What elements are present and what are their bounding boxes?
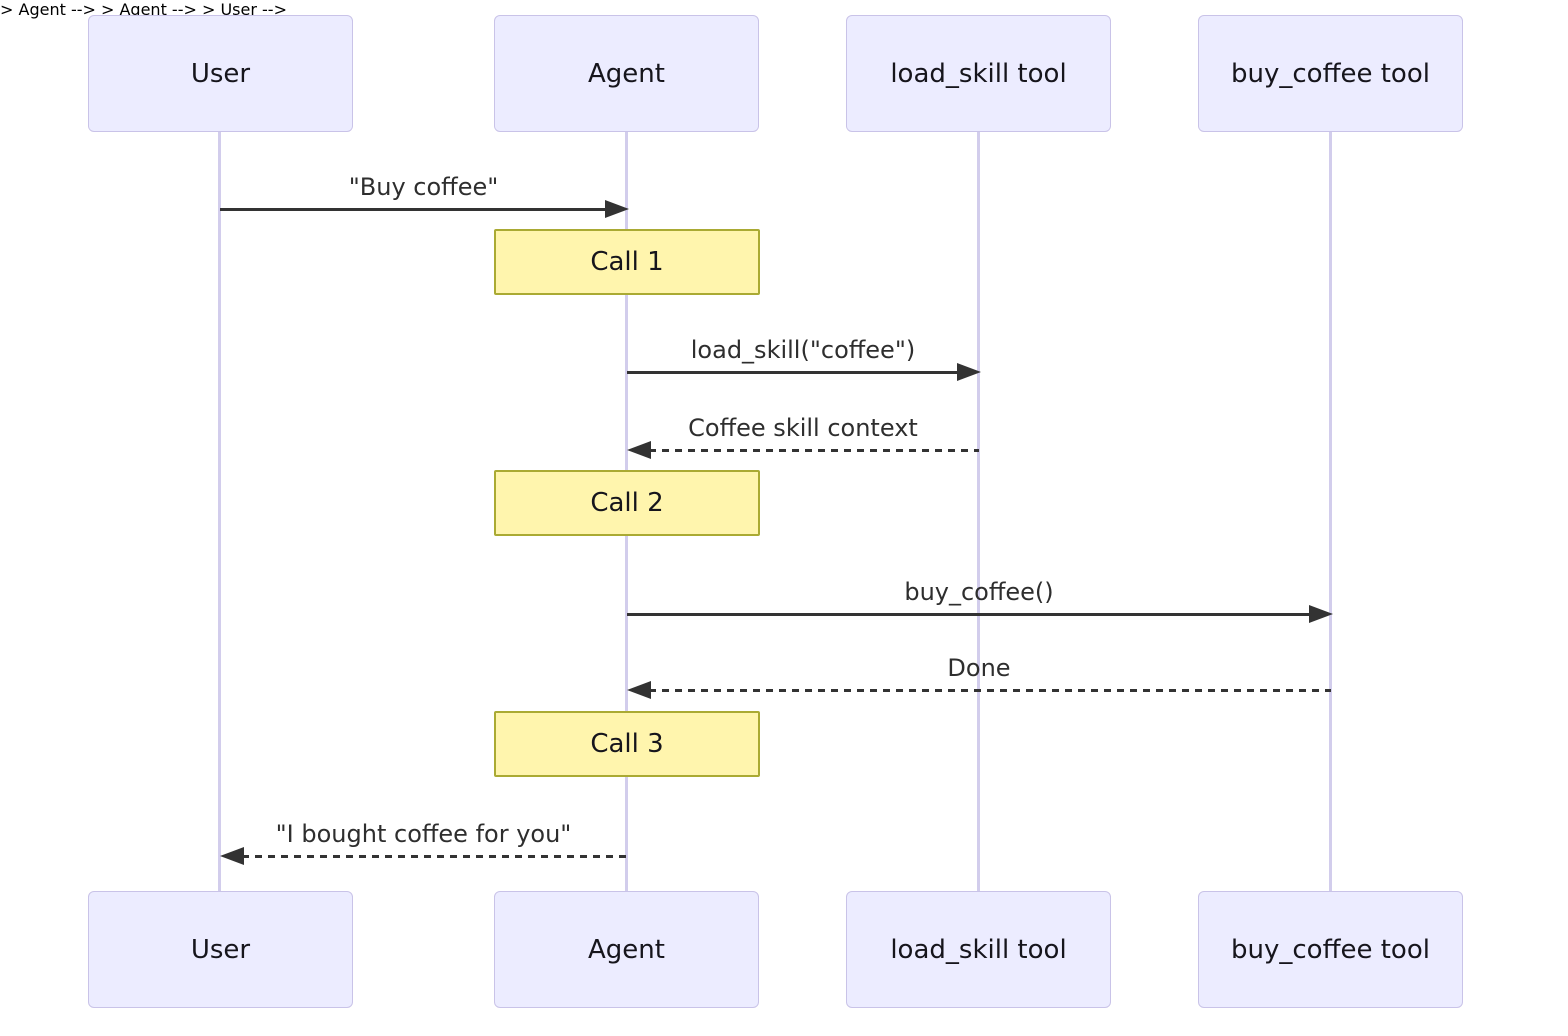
message-label-done: Done: [947, 654, 1011, 682]
actor-label: Agent: [588, 58, 665, 89]
message-line-coffee-skill-context: [649, 449, 979, 452]
message-label-load-skill: load_skill("coffee"): [690, 336, 916, 364]
actor-label: User: [190, 58, 251, 89]
note-call-1: Call 1: [494, 229, 760, 295]
arrowhead-right: [605, 200, 629, 218]
arrowhead-right: [1309, 605, 1333, 623]
message-line-load-skill: [627, 371, 957, 374]
actor-label: Agent: [588, 934, 665, 965]
arrowhead-left: [627, 441, 651, 459]
arrowhead-left: [627, 681, 651, 699]
note-call-2: Call 2: [494, 470, 760, 536]
actor-bottom-load-skill-tool: load_skill tool: [846, 891, 1111, 1008]
message-label-bought-coffee: "I bought coffee for you": [275, 820, 572, 848]
message-line-buy-coffee: [220, 208, 605, 211]
lifeline-user: [218, 132, 221, 891]
message-label-coffee-skill-context: Coffee skill context: [688, 414, 918, 442]
actor-label: load_skill tool: [890, 934, 1067, 965]
note-call-3: Call 3: [494, 711, 760, 777]
actor-bottom-buy-coffee-tool: buy_coffee tool: [1198, 891, 1463, 1008]
note-label: Call 3: [590, 729, 664, 759]
actor-label: buy_coffee tool: [1231, 58, 1430, 89]
actor-top-user: User: [88, 15, 353, 132]
arrowhead-right: [957, 363, 981, 381]
actor-label: User: [190, 934, 251, 965]
actor-label: load_skill tool: [890, 58, 1067, 89]
actor-bottom-agent: Agent: [494, 891, 759, 1008]
lifeline-buy-coffee-tool: [1329, 132, 1332, 891]
actor-top-agent: Agent: [494, 15, 759, 132]
message-line-done: [649, 689, 1331, 692]
note-label: Call 2: [590, 488, 664, 518]
actor-top-buy-coffee-tool: buy_coffee tool: [1198, 15, 1463, 132]
message-line-buy-coffee-call: [627, 613, 1309, 616]
message-label-buy-coffee-call: buy_coffee(): [904, 578, 1054, 606]
actor-label: buy_coffee tool: [1231, 934, 1430, 965]
lifeline-load-skill-tool: [977, 132, 980, 891]
message-label-buy-coffee: "Buy coffee": [348, 173, 499, 201]
note-label: Call 1: [590, 247, 664, 277]
arrowhead-left: [220, 847, 244, 865]
message-line-bought-coffee: [242, 855, 627, 858]
actor-top-load-skill-tool: load_skill tool: [846, 15, 1111, 132]
actor-bottom-user: User: [88, 891, 353, 1008]
